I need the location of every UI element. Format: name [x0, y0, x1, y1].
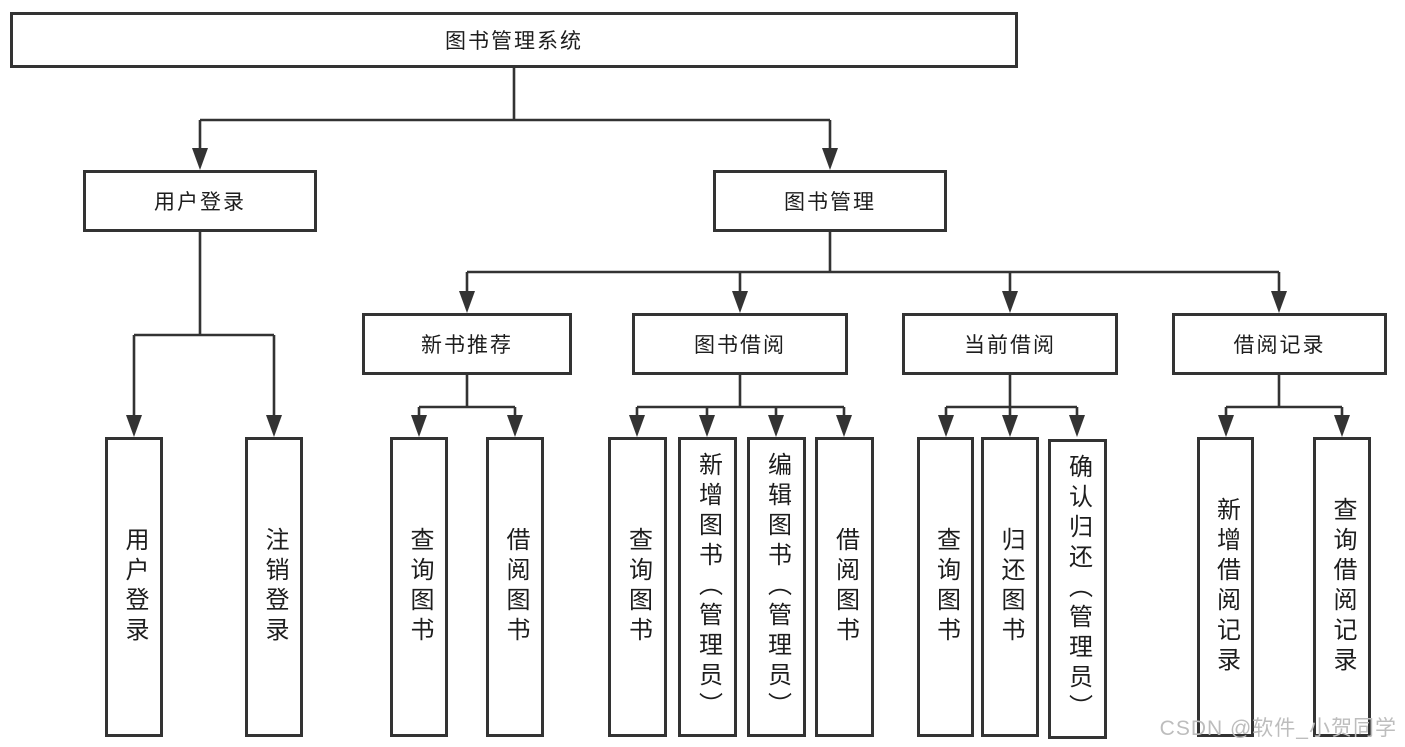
arrowhead-icon [1218, 415, 1234, 437]
node-book-management: 图书管理 [713, 170, 947, 232]
node-borrow-record-label: 借阅记录 [1233, 334, 1326, 357]
leaf-edit-books-admin: 编辑图书（管理员） [747, 437, 806, 737]
arrowhead-icon [266, 415, 282, 437]
node-borrow-record: 借阅记录 [1172, 313, 1387, 375]
leaf-edit-books-admin-label: 编辑图书（管理员） [763, 452, 791, 722]
connector-root-to-level2 [198, 68, 832, 150]
node-current-borrow-label: 当前借阅 [964, 334, 1056, 357]
node-root: 图书管理系统 [10, 12, 1018, 68]
node-current-borrow: 当前借阅 [902, 313, 1118, 375]
leaf-logout: 注销登录 [245, 437, 303, 737]
arrowhead-icon [1271, 291, 1287, 313]
node-new-book-recommend: 新书推荐 [362, 313, 572, 375]
arrowhead-icon [411, 415, 427, 437]
leaf-add-borrow-record-label: 新增借阅记录 [1212, 497, 1240, 677]
arrowhead-icon [822, 148, 838, 170]
arrowhead-icon [126, 415, 142, 437]
connector-current-borrow-to-leaves [944, 375, 1079, 417]
arrowhead-icon [1334, 415, 1350, 437]
leaf-borrow-query-books-label: 查询图书 [624, 527, 652, 647]
leaf-recommend-query-books: 查询图书 [390, 437, 448, 737]
arrowheads [126, 148, 1350, 437]
connector-book-mgmt-to-level3 [465, 232, 1281, 293]
arrowhead-icon [1069, 415, 1085, 437]
arrowhead-icon [699, 415, 715, 437]
leaf-return-books: 归还图书 [981, 437, 1039, 737]
node-user-login-label: 用户登录 [154, 191, 246, 214]
node-new-book-recommend-label: 新书推荐 [421, 334, 513, 357]
leaf-confirm-return-admin-label: 确认归还（管理员） [1064, 454, 1092, 724]
connector-book-borrow-to-leaves [635, 375, 846, 417]
arrowhead-icon [938, 415, 954, 437]
leaf-borrow-books-label: 借阅图书 [831, 527, 859, 647]
connector-borrow-record-to-leaves [1224, 375, 1344, 417]
leaf-borrow-query-books: 查询图书 [608, 437, 667, 737]
arrowhead-icon [732, 291, 748, 313]
leaf-logout-label: 注销登录 [261, 527, 288, 647]
leaf-current-query-books: 查询图书 [917, 437, 974, 737]
csdn-watermark: CSDN @软件_小贺同学 [1159, 717, 1397, 740]
arrowhead-icon [459, 291, 475, 313]
leaf-add-borrow-record: 新增借阅记录 [1197, 437, 1254, 737]
node-user-login: 用户登录 [83, 170, 317, 232]
arrowhead-icon [507, 415, 523, 437]
leaf-current-query-books-label: 查询图书 [932, 527, 960, 647]
connector-new-book-rec-to-leaves [417, 375, 517, 417]
node-book-borrow: 图书借阅 [632, 313, 848, 375]
arrowhead-icon [1002, 291, 1018, 313]
leaf-user-login: 用户登录 [105, 437, 163, 737]
leaf-return-books-label: 归还图书 [997, 527, 1024, 647]
arrowhead-icon [1002, 415, 1018, 437]
leaf-add-books-admin-label: 新增图书（管理员） [694, 452, 722, 722]
arrowhead-icon [629, 415, 645, 437]
node-book-management-label: 图书管理 [784, 191, 876, 214]
connector-user-login-to-leaves [132, 232, 276, 417]
leaf-add-books-admin: 新增图书（管理员） [678, 437, 737, 737]
node-root-label: 图书管理系统 [445, 30, 583, 53]
node-book-borrow-label: 图书借阅 [694, 334, 786, 357]
arrowhead-icon [836, 415, 852, 437]
leaf-recommend-borrow-books: 借阅图书 [486, 437, 544, 737]
leaf-query-borrow-record-label: 查询借阅记录 [1329, 497, 1356, 677]
leaf-query-borrow-record: 查询借阅记录 [1313, 437, 1371, 737]
leaf-user-login-label: 用户登录 [121, 527, 148, 647]
leaf-recommend-query-books-label: 查询图书 [406, 527, 433, 647]
arrowhead-icon [192, 148, 208, 170]
leaf-recommend-borrow-books-label: 借阅图书 [502, 527, 529, 647]
arrowhead-icon [768, 415, 784, 437]
leaf-confirm-return-admin: 确认归还（管理员） [1048, 439, 1107, 739]
leaf-borrow-books: 借阅图书 [815, 437, 874, 737]
